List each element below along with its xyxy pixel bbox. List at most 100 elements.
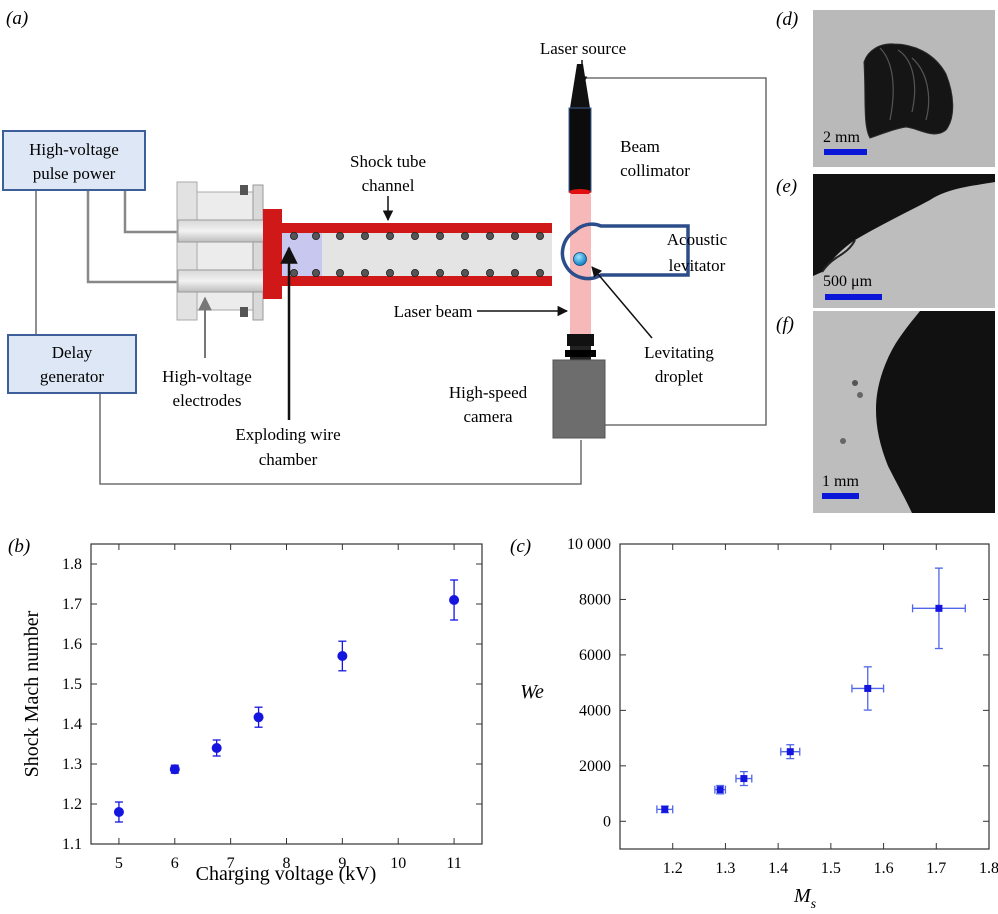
pulse-power-line1: High-voltage: [29, 140, 119, 159]
droplet-line2: droplet: [655, 367, 703, 386]
electrodes-line2: electrodes: [173, 391, 242, 410]
chart-c-data-point: [661, 805, 669, 813]
chart-b-xlabel: Charging voltage (kV): [196, 863, 377, 885]
droplet-edge-f: [876, 311, 995, 513]
panel-label-a: (a): [6, 8, 28, 29]
delay-generator-box: Delay generator: [7, 334, 137, 394]
delay-line1: Delay: [52, 343, 93, 362]
laser-beam-label: Laser beam: [394, 302, 473, 321]
chart-c-data-point: [716, 786, 724, 794]
acoustic-levitator-line1: Acoustic: [667, 230, 728, 249]
chart-b-data-point: [113, 807, 124, 817]
chart-b-ytick-label: 1.1: [62, 836, 82, 853]
chart-c-xlabel-sub: s: [811, 897, 817, 912]
chart-b-axes: 5 6 7 8 9 10 11 1.1 1.2 1.3 1.4 1.5 1.6 1.7 1.8: [62, 544, 482, 872]
chart-b-xtick-label: 9: [338, 855, 346, 872]
electrodes-line1: High-voltage: [162, 367, 252, 386]
high-speed-camera: [552, 359, 606, 439]
levitating-droplet: [573, 252, 587, 266]
chart-b-ytick-label: 1.7: [62, 596, 82, 613]
image-panels: (d) 2 mm (e) 500 μm (f) 1 mm: [776, 9, 995, 513]
photo-f: 1 mm: [813, 311, 995, 513]
electrode-upper: [177, 219, 275, 243]
photo-d: 2 mm: [813, 10, 995, 167]
panel-label-f: (f): [776, 314, 794, 335]
chart-c-xtick-label: 1.4: [768, 860, 788, 877]
chart-c-data-point: [935, 604, 943, 612]
shock-tube-line1: Shock tube: [350, 152, 426, 171]
chart-b-ytick-label: 1.5: [62, 676, 82, 693]
photo-e: 500 μm: [813, 174, 995, 308]
chart-b-ytick-label: 1.8: [62, 556, 82, 573]
chart-b-xtick-label: 11: [446, 855, 461, 872]
chart-c-xtick-label: 1.7: [926, 860, 946, 877]
panel-label-e: (e): [776, 176, 797, 197]
chart-b: (b) 5 6 7 8 9 10 11 1.1 1.2 1.3 1.4 1.5 1.6 1.7 1.8 Ch…: [8, 536, 483, 885]
chart-b-ytick-label: 1.4: [62, 716, 82, 733]
laser-source-tip: [570, 64, 590, 108]
scale-e-label: 500 μm: [823, 273, 873, 290]
wire-chamber-line2: chamber: [259, 450, 318, 469]
chart-c-ytick-label: 10 000: [567, 536, 611, 553]
chart-c-ytick-label: 6000: [579, 647, 611, 664]
droplet-line1: Levitating: [644, 343, 714, 362]
chart-c-xtick-label: 1.3: [715, 860, 735, 877]
chart-b-ylabel: Shock Mach number: [21, 610, 43, 777]
camera-line1: High-speed: [449, 383, 528, 402]
chart-b-ytick-label: 1.2: [62, 796, 82, 813]
pulse-power-line2: pulse power: [33, 164, 116, 183]
chart-b-data-point: [211, 743, 222, 753]
wiring: [86, 190, 180, 284]
chart-c-data-point: [740, 775, 748, 783]
camera-line2: camera: [463, 407, 513, 426]
chart-c-xlabel-main: M: [793, 885, 812, 907]
chart-b-frame: [90, 543, 483, 845]
beam-collimator-line1: Beam: [620, 137, 660, 156]
chart-b-ytick-label: 1.6: [62, 636, 82, 653]
droplet-deformed: [863, 43, 954, 139]
droplet-edge-e: [813, 174, 995, 276]
shock-tube-line2: channel: [362, 176, 415, 195]
chart-b-xtick-label: 6: [171, 855, 179, 872]
chart-c-ylabel: We: [520, 681, 544, 703]
chart-b-data-point: [449, 595, 460, 605]
acoustic-levitator: [560, 222, 690, 281]
chart-c-ytick-label: 0: [603, 813, 611, 830]
schematic-panel: (a) High-voltage pulse power Delay gener…: [2, 8, 767, 485]
panel-label-d: (d): [776, 9, 798, 30]
chart-c-data-point: [786, 748, 794, 756]
chart-c-xtick-label: 1.5: [821, 860, 841, 877]
acoustic-levitator-line2: levitator: [669, 256, 726, 275]
chart-c-xtick-label: 1.8: [979, 860, 998, 877]
pulse-power-box: High-voltage pulse power: [2, 130, 146, 191]
chart-b-marks: [113, 579, 460, 823]
shock-tube: [263, 209, 552, 299]
chart-c-data-point: [864, 684, 872, 692]
chart-c-xtick-label: 1.6: [874, 860, 894, 877]
chart-c-xtick-label: 1.2: [663, 860, 683, 877]
panel-label-b: (b): [8, 536, 30, 557]
chart-c-marks: [656, 567, 966, 814]
chart-b-xtick-label: 5: [115, 855, 123, 872]
delay-line2: generator: [40, 367, 105, 386]
chart-b-xtick-label: 8: [283, 855, 291, 872]
chart-b-xtick-label: 10: [390, 855, 406, 872]
chart-b-data-point: [253, 712, 264, 723]
chart-c-frame: [619, 543, 990, 850]
signal-lines: [35, 77, 767, 485]
chart-c-xlabel: Ms: [793, 885, 817, 912]
chart-b-ytick-label: 1.3: [62, 756, 82, 773]
scale-f-label: 1 mm: [822, 473, 859, 490]
scale-d-label: 2 mm: [823, 129, 860, 146]
electrode-lower: [177, 269, 275, 293]
beam-collimator-line2: collimator: [620, 161, 690, 180]
chart-b-data-point: [337, 651, 348, 661]
laser-source-label: Laser source: [540, 39, 626, 58]
chart-c-ytick-label: 4000: [579, 702, 611, 719]
chart-b-data-point: [169, 764, 180, 775]
electrode-flange: [176, 181, 275, 321]
chart-b-xtick-label: 7: [227, 855, 235, 872]
